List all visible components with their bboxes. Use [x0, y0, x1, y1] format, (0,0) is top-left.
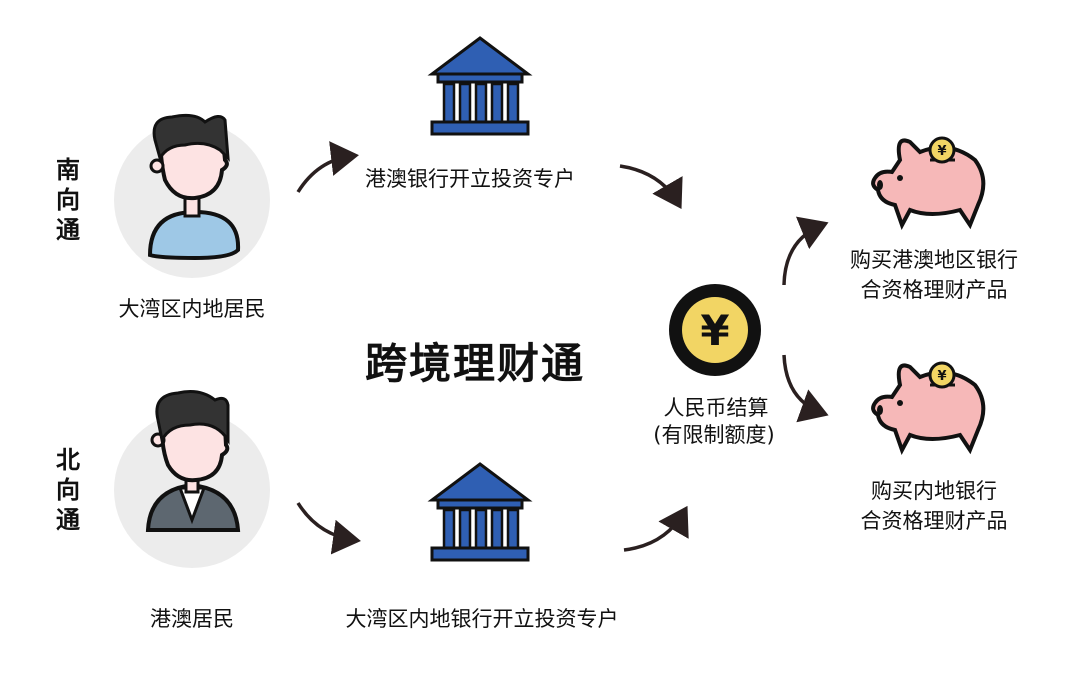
mainland-resident-icon: [114, 113, 270, 278]
arrow-person1-to-hk-bank: [296, 141, 359, 193]
mainland-product-label-line2: 合资格理财产品: [860, 509, 1008, 533]
arrow-coin-to-mainland-product: [782, 354, 829, 423]
settlement-label: 人民币结算: [663, 396, 769, 420]
hk-bank-account-label: 港澳银行开立投资专户: [365, 167, 575, 191]
mainland-bank-icon: [427, 462, 533, 562]
northbound-label: 北向通: [56, 446, 80, 534]
arrow-hk-bank-to-coin: [619, 164, 683, 210]
page-title: 跨境理财通: [364, 339, 586, 388]
piggy-bank-hk-icon: ¥: [871, 136, 986, 230]
rmb-coin-icon: ¥: [669, 284, 761, 376]
mainland-resident-label: 大湾区内地居民: [118, 297, 266, 321]
hk-bank-icon: [427, 36, 533, 136]
settlement-limit-label: (有限制额度): [653, 423, 775, 447]
hk-product-label-line2: 合资格理财产品: [860, 278, 1008, 302]
hk-product-label-line1: 购买港澳地区银行: [850, 248, 1018, 272]
southbound-label: 南向通: [56, 156, 80, 244]
yuan-symbol: ¥: [700, 306, 729, 355]
arrow-mainland-bank-to-coin: [623, 505, 689, 552]
hk-macao-resident-icon: [114, 390, 270, 568]
svg-text:¥: ¥: [937, 369, 946, 384]
piggy-bank-mainland-icon: ¥: [871, 361, 986, 455]
arrow-coin-to-hk-product: [782, 216, 829, 286]
mainland-product-label-line1: 购买内地银行: [871, 479, 997, 503]
arrow-person2-to-mainland-bank: [296, 502, 361, 555]
mainland-bank-account-label: 大湾区内地银行开立投资专户: [345, 607, 619, 631]
svg-text:¥: ¥: [937, 144, 946, 159]
hk-macao-resident-label: 港澳居民: [150, 607, 234, 631]
